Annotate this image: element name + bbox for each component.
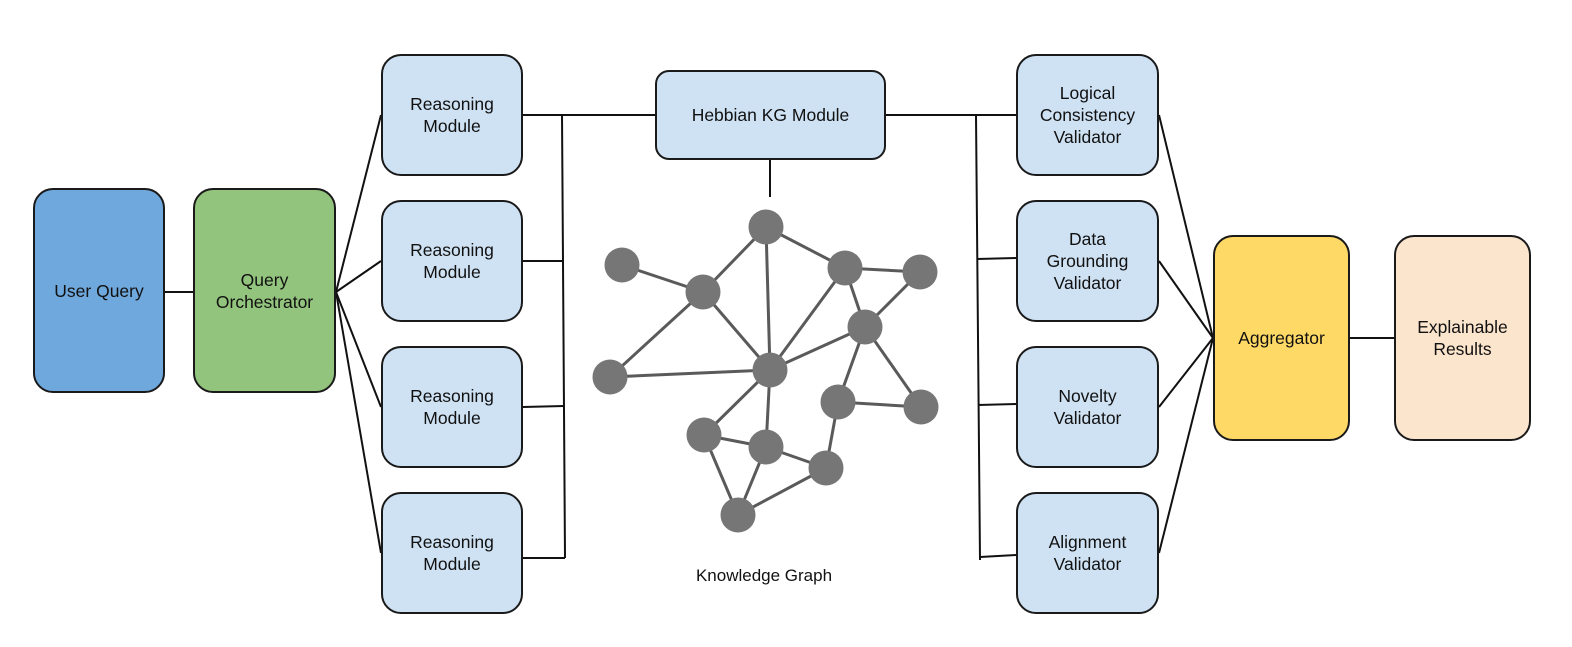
graph-node-m xyxy=(808,450,844,486)
validator-bus-line xyxy=(975,114,981,561)
graph-edge-ah xyxy=(764,226,772,371)
connector-validator-1-to-aggregator xyxy=(1158,114,1214,339)
graph-edge-cg xyxy=(608,290,705,379)
connector-bus-to-validator-4 xyxy=(979,554,1017,558)
graph-node-k xyxy=(686,417,722,453)
hebbian-kg-module-box: Hebbian KG Module xyxy=(655,70,886,160)
graph-node-a xyxy=(748,209,784,245)
reasoning-module-4: Reasoning Module xyxy=(381,492,523,614)
data-grounding-validator: Data Grounding Validator xyxy=(1016,200,1159,322)
graph-edge-dh xyxy=(768,267,847,371)
user-query-box: User Query xyxy=(33,188,165,393)
connector-validator-3-to-aggregator xyxy=(1158,337,1214,408)
connector-orchestrator-to-reasoning-2 xyxy=(335,260,382,293)
graph-node-i xyxy=(820,384,856,420)
graph-node-c xyxy=(685,274,721,310)
reasoning-module-3: Reasoning Module xyxy=(381,346,523,468)
graph-node-b xyxy=(604,247,640,283)
novelty-validator: Novelty Validator xyxy=(1016,346,1159,468)
reasoning-bus-line xyxy=(561,114,566,559)
reasoning-module-1: Reasoning Module xyxy=(381,54,523,176)
connector-orchestrator-to-reasoning-3 xyxy=(335,291,382,408)
graph-node-n xyxy=(720,497,756,533)
graph-node-l xyxy=(748,429,784,465)
connector-bus-to-validator-3 xyxy=(977,403,1017,406)
aggregator-box: Aggregator xyxy=(1213,235,1350,441)
connector-validator-2-to-aggregator xyxy=(1158,260,1214,339)
graph-node-j xyxy=(903,389,939,425)
graph-node-e xyxy=(902,254,938,290)
explainable-results-box: Explainable Results xyxy=(1394,235,1531,441)
graph-node-g xyxy=(592,359,628,395)
graph-node-f xyxy=(847,309,883,345)
graph-node-h xyxy=(752,352,788,388)
connector-bus-to-validator-2 xyxy=(976,257,1017,260)
reasoning-module-2: Reasoning Module xyxy=(381,200,523,322)
graph-edge-gh xyxy=(609,368,771,379)
knowledge-graph-label: Knowledge Graph xyxy=(695,566,833,585)
alignment-validator: Alignment Validator xyxy=(1016,492,1159,614)
graph-node-d xyxy=(827,250,863,286)
connector-orchestrator-to-reasoning-1 xyxy=(335,114,382,293)
connector-reasoning-3-to-bus xyxy=(522,405,565,408)
connector-validator-4-to-aggregator xyxy=(1158,337,1214,554)
logical-consistency-validator: Logical Consistency Validator xyxy=(1016,54,1159,176)
query-orchestrator-box: Query Orchestrator xyxy=(193,188,336,393)
connector-orchestrator-to-reasoning-4 xyxy=(335,291,382,554)
